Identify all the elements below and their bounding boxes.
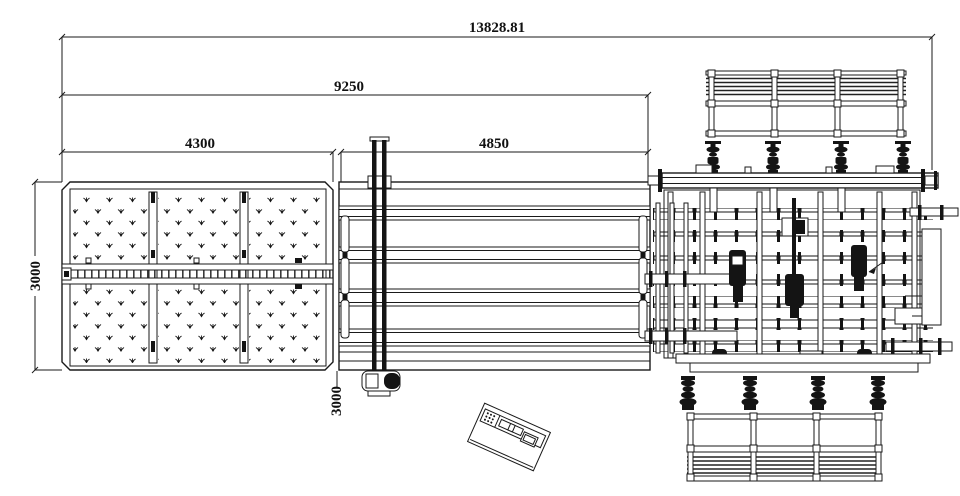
dim-overall-length-label: 13828.81 bbox=[469, 20, 525, 36]
dim-infeed-span-label: 9250 bbox=[334, 79, 364, 95]
belt-bands bbox=[338, 205, 651, 347]
top-beam bbox=[647, 164, 939, 192]
caster-panel bbox=[249, 284, 323, 363]
drive-motor bbox=[851, 245, 867, 291]
edge-rollers bbox=[340, 215, 648, 339]
control-console bbox=[466, 402, 552, 472]
console-keypad bbox=[483, 412, 496, 424]
roller-row bbox=[653, 318, 933, 330]
caster-panel bbox=[73, 192, 149, 264]
glass-rack-top bbox=[705, 69, 907, 138]
transfer-rail bbox=[61, 257, 334, 290]
cutting-table bbox=[338, 136, 651, 397]
dim-loading-table-depth-label: 3000 bbox=[28, 261, 44, 291]
leader-line bbox=[868, 259, 887, 273]
dim-loading-table-width-label: 4300 bbox=[185, 136, 215, 152]
bridge-motor bbox=[361, 370, 401, 397]
glass-rack-bottom bbox=[686, 412, 883, 482]
caster-panel bbox=[73, 284, 149, 363]
drive-motor bbox=[729, 250, 746, 302]
gearbox bbox=[781, 198, 809, 276]
dim-cutting-table-width-label: 4850 bbox=[479, 136, 509, 152]
side-cabinet bbox=[894, 228, 942, 326]
caster-panel bbox=[249, 192, 323, 264]
caster-panel bbox=[158, 192, 239, 264]
dimension-lines: 13828.81 9250 4300 4850 3000 3000 bbox=[28, 20, 936, 416]
press-machine bbox=[644, 69, 959, 482]
loading-table bbox=[61, 181, 334, 371]
drive-motor bbox=[785, 274, 804, 318]
cutting-bridge bbox=[361, 136, 401, 397]
base-frame bbox=[675, 349, 931, 373]
dim-cutting-table-depth-label: 3000 bbox=[329, 386, 345, 416]
machine-body bbox=[644, 187, 959, 373]
caster-panel bbox=[158, 284, 239, 363]
